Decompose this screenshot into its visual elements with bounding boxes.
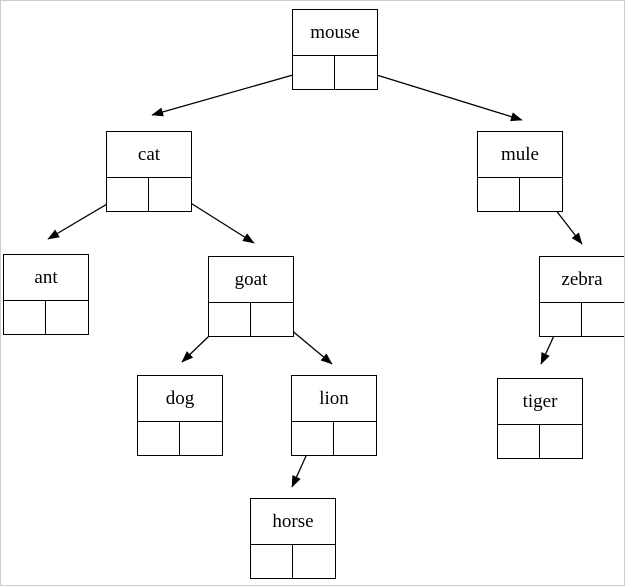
tree-node-label: cat [107,132,191,178]
tree-node-label: mule [478,132,562,178]
tree-node-pointer-cells [540,303,624,336]
tree-node-right-pointer [180,422,222,455]
tree-node-left-pointer [251,545,293,578]
tree-node-right-pointer [582,303,624,336]
tree-node-pointer-cells [107,178,191,211]
tree-node-right-pointer [334,422,376,455]
tree-edge-mouse-left-to-cat [151,68,315,117]
tree-node-label: mouse [293,10,377,56]
tree-node-label: goat [209,257,293,303]
tree-node-label: horse [251,499,335,545]
tree-node-pointer-cells [293,56,377,89]
tree-node-right-pointer [520,178,562,211]
tree-node-goat[interactable]: goat [208,256,294,337]
tree-node-left-pointer [293,56,335,89]
tree-node-pointer-cells [498,425,582,458]
tree-node-left-pointer [478,178,520,211]
tree-node-pointer-cells [478,178,562,211]
tree-node-left-pointer [107,178,149,211]
tree-node-left-pointer [292,422,334,455]
tree-node-right-pointer [293,545,335,578]
tree-node-left-pointer [4,301,46,334]
tree-node-pointer-cells [251,545,335,578]
tree-node-zebra[interactable]: zebra [539,256,624,337]
tree-node-left-pointer [498,425,540,458]
tree-node-label: dog [138,376,222,422]
tree-node-cat[interactable]: cat [106,131,192,212]
tree-node-left-pointer [138,422,180,455]
tree-node-left-pointer [540,303,582,336]
tree-node-label: ant [4,255,88,301]
tree-node-horse[interactable]: horse [250,498,336,579]
tree-node-mouse[interactable]: mouse [292,9,378,90]
tree-node-mule[interactable]: mule [477,131,563,212]
tree-node-right-pointer [149,178,191,211]
tree-node-right-pointer [540,425,582,458]
tree-edge-mouse-right-to-mule [353,67,523,122]
tree-node-pointer-cells [4,301,88,334]
tree-node-pointer-cells [292,422,376,455]
tree-node-right-pointer [251,303,293,336]
tree-node-left-pointer [209,303,251,336]
tree-node-pointer-cells [138,422,222,455]
tree-node-lion[interactable]: lion [291,375,377,456]
tree-node-right-pointer [46,301,88,334]
tree-node-label: zebra [540,257,624,303]
tree-node-label: tiger [498,379,582,425]
tree-node-ant[interactable]: ant [3,254,89,335]
tree-node-pointer-cells [209,303,293,336]
tree-node-tiger[interactable]: tiger [497,378,583,459]
tree-node-label: lion [292,376,376,422]
tree-node-right-pointer [335,56,377,89]
tree-node-dog[interactable]: dog [137,375,223,456]
